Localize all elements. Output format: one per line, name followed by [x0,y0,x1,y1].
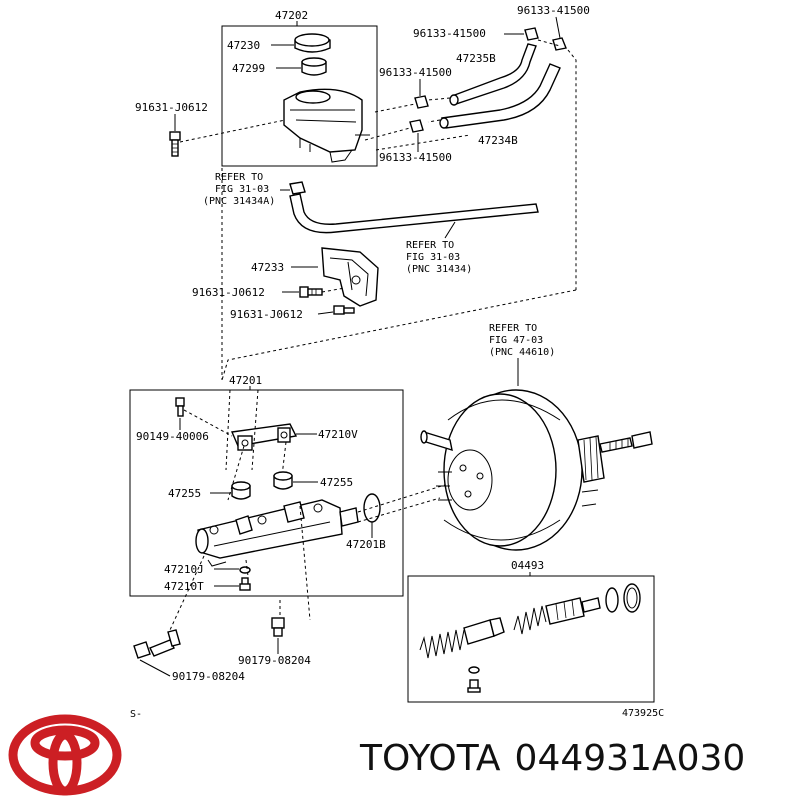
label-47210V: 47210V [318,428,358,441]
refer-31434-line2: FIG 31-03 [406,252,460,263]
label-47255-a: 47255 [320,476,353,489]
label-91631-a: 91631-J0612 [135,101,208,114]
label-47201: 47201 [229,374,262,387]
label-47201B: 47201B [346,538,386,551]
label-90149: 90149-40006 [136,430,209,443]
reservoir-tank [283,88,370,163]
label-47210T: 47210T [164,580,204,593]
label-47234B: 47234B [478,134,518,147]
hose-47235B [449,43,537,106]
reservoir-group-box [221,25,378,167]
repair-kit-group-box [407,575,655,703]
part-number: 044931A030 [514,738,746,779]
figure-code: 473925C [622,708,664,719]
reservoir-strainer [301,57,327,76]
label-96133-c: 96133-41500 [379,66,452,79]
washer-icon [239,566,251,574]
refer-44610-line3: (PNC 44610) [489,347,555,358]
grommet-icon [231,481,251,500]
refer-31434A-line3: (PNC 31434A) [203,196,275,207]
spring-icon [513,605,547,635]
spring-icon [419,629,465,659]
master-cylinder-top-bracket [230,423,298,451]
refer-44610-line2: FIG 47-03 [489,335,543,346]
master-cylinder-body [195,499,359,567]
refer-31434A-line2: FIG 31-03 [215,184,269,195]
label-91631-b: 91631-J0612 [192,286,265,299]
refer-31434-line1: REFER TO [406,240,454,251]
label-47233: 47233 [251,261,284,274]
label-96133-b: 96133-41500 [413,27,486,40]
hose-clip-icon [289,181,306,195]
reservoir-cap [294,33,331,53]
hose-47234B [439,63,561,129]
bleeder-screw-icon [467,666,481,693]
label-47255-b: 47255 [168,487,201,500]
bolt-icon [169,131,181,157]
grommet-icon [273,471,293,490]
label-47299: 47299 [232,62,265,75]
label-04493: 04493 [511,559,544,572]
label-47202: 47202 [275,9,308,22]
label-90179-b: 90179-08204 [172,670,245,683]
brand-caption: TOYOTA 044931A030 [360,738,790,788]
reservoir-hose [289,193,539,234]
master-cylinder-group-box [129,389,404,597]
brake-booster [420,389,653,551]
union-bolt-icon [271,617,285,637]
piston-secondary [463,617,505,645]
label-91631-c: 91631-J0612 [230,308,303,321]
hose-clip-icon [409,27,567,133]
bleeder-screw-icon [239,577,251,591]
label-96133-a: 96133-41500 [517,4,590,17]
toyota-logo-icon [8,714,122,796]
label-47210J: 47210J [164,563,204,576]
label-47230: 47230 [227,39,260,52]
bolt-icon [299,286,323,298]
refer-44610-line1: REFER TO [489,323,537,334]
reservoir-bracket [321,247,379,307]
bolt-icon [175,397,185,417]
piston-primary [545,597,601,625]
refer-31434A-line1: REFER TO [215,172,263,183]
brand-name: TOYOTA [360,738,501,779]
s-mark: S- [130,709,142,720]
union-fitting-icon [133,629,181,659]
bolt-icon [333,305,355,315]
seal-ring-icon [605,583,641,613]
refer-31434-line3: (PNC 31434) [406,264,472,275]
label-47235B: 47235B [456,52,496,65]
label-90179-a: 90179-08204 [238,654,311,667]
label-96133-d: 96133-41500 [379,151,452,164]
